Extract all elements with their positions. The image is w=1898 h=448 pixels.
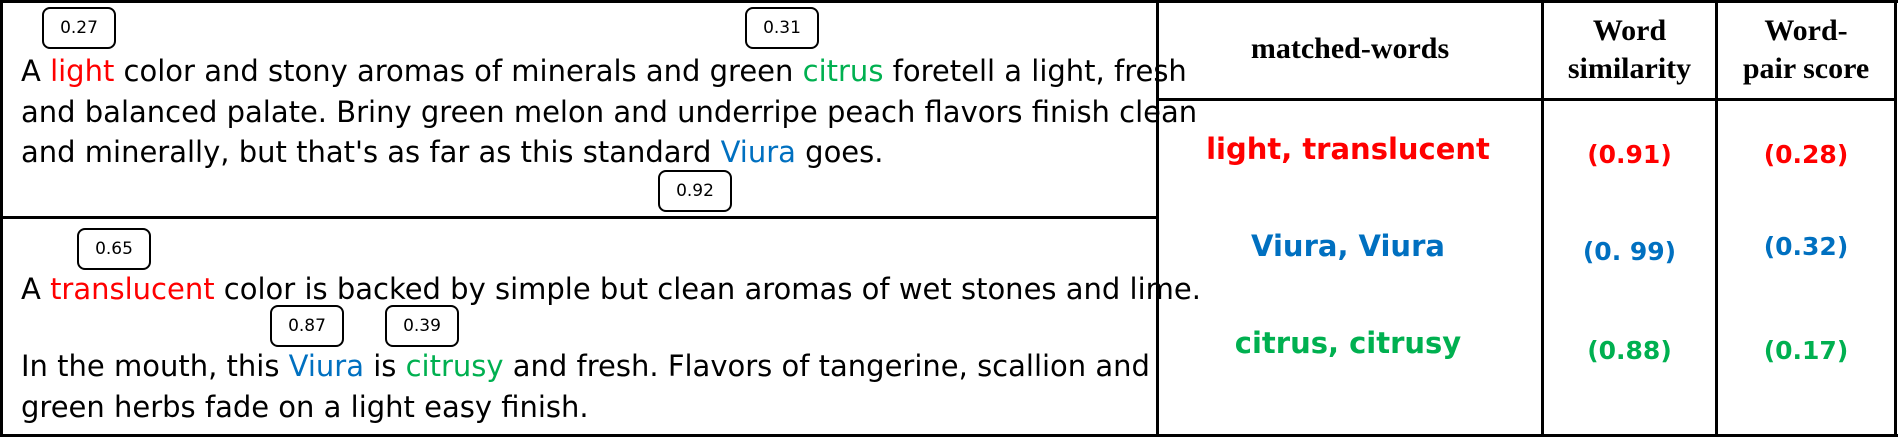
score-box-light: 0.27 (42, 7, 116, 49)
word-viura: Viura (720, 135, 796, 169)
word-translucent: translucent (50, 272, 215, 306)
top-border (0, 0, 1898, 3)
similarity-row-3: (0.88) (1587, 336, 1672, 365)
pair-score-row-2: (0.32) (1763, 232, 1849, 261)
word-citrus: citrus (802, 54, 884, 88)
header-word-pair-score: Word- pair score (1717, 12, 1895, 88)
similarity-row-2: (0. 99) (1582, 237, 1677, 266)
header-line: Word (1592, 14, 1667, 47)
header-line: Word- (1764, 14, 1848, 47)
header-line: pair score (1742, 52, 1870, 85)
header-line: similarity (1567, 52, 1692, 85)
text-segment: is (364, 349, 406, 383)
bottom-review-line-2: In the mouth, this Viura is citrusy and … (21, 346, 1150, 387)
text-segment: foretell a light, fresh (883, 54, 1187, 88)
text-segment: and fresh. Flavors of tangerine, scallio… (503, 349, 1150, 383)
reviews-divider (0, 216, 1158, 219)
word-citrusy: citrusy (405, 349, 504, 383)
pair-score-row-1: (0.28) (1763, 140, 1849, 169)
text-segment: goes. (795, 135, 884, 169)
text-segment: In the mouth, this (21, 349, 289, 383)
bottom-review-line-1: A translucent color is backed by simple … (21, 269, 1201, 310)
score-box-viura-bottom: 0.87 (270, 305, 344, 347)
bottom-review-line-3: green herbs fade on a light easy finish. (21, 390, 589, 424)
similarity-row-1: (0.91) (1587, 140, 1672, 169)
top-review-line-3: and minerally, but that's as far as this… (21, 132, 883, 173)
bottom-border (0, 434, 1898, 437)
top-review-line-2: and balanced palate. Briny green melon a… (21, 95, 1198, 129)
matched-words-row-1: light, translucent (1206, 132, 1490, 166)
word-light: light (50, 54, 115, 88)
top-review-line-1: A light color and stony aromas of minera… (21, 51, 1187, 92)
text-segment: color and stony aromas of minerals and g… (114, 54, 803, 88)
text-segment: color is backed by simple but clean arom… (214, 272, 1201, 306)
score-box-viura-top: 0.92 (658, 170, 732, 212)
pair-score-row-3: (0.17) (1763, 336, 1849, 365)
table-col-divider-2 (1715, 0, 1718, 437)
score-box-citrus: 0.31 (745, 7, 819, 49)
table-col-divider-1 (1541, 0, 1544, 437)
word-viura: Viura (288, 349, 364, 383)
score-box-translucent: 0.65 (77, 228, 151, 270)
text-segment: A (21, 272, 51, 306)
score-box-citrusy: 0.39 (385, 305, 459, 347)
header-word-similarity: Word similarity (1543, 12, 1716, 88)
text-segment: A (21, 54, 51, 88)
matched-words-row-2: Viura, Viura (1251, 229, 1445, 263)
header-matched-words: matched-words (1250, 32, 1450, 65)
table-header-divider (1156, 98, 1896, 101)
text-segment: and minerally, but that's as far as this… (21, 135, 721, 169)
right-border (1894, 0, 1897, 437)
matched-words-row-3: citrus, citrusy (1234, 326, 1462, 360)
